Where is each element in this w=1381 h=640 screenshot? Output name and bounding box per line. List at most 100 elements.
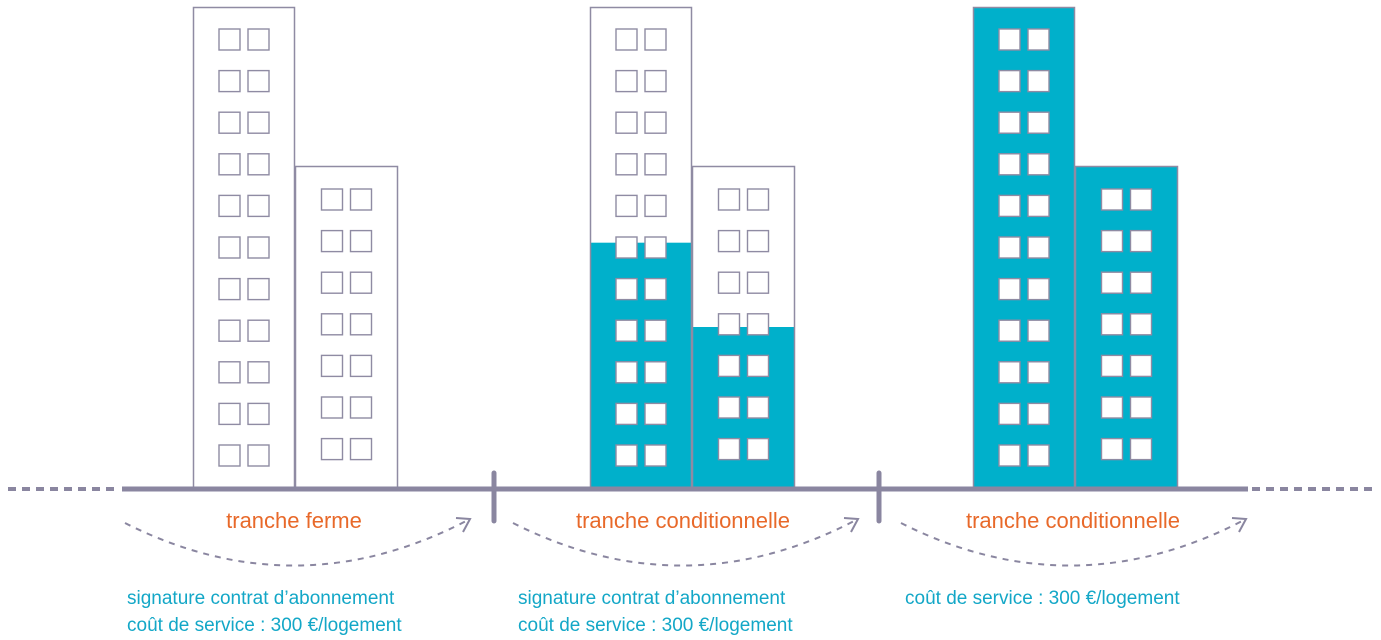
window-icon <box>644 236 667 259</box>
window-icon <box>644 153 667 176</box>
window-icon <box>1027 277 1050 301</box>
window-icon <box>644 69 667 93</box>
window-icon <box>247 319 270 342</box>
tall-building-icon <box>972 6 1076 489</box>
short-building-icon <box>294 165 399 489</box>
arrow-head <box>843 517 860 533</box>
window-icon <box>349 313 373 336</box>
window-icon <box>746 271 770 294</box>
window-icon <box>998 319 1021 342</box>
window-icon <box>615 277 638 301</box>
window-icon <box>1027 236 1050 259</box>
window-icon <box>247 444 270 467</box>
window-icon <box>320 229 344 253</box>
window-icon <box>615 69 638 93</box>
short-building-icon-body <box>295 166 398 488</box>
window-icon <box>1027 153 1050 176</box>
window-icon <box>218 69 241 93</box>
window-icon <box>998 153 1021 176</box>
window-icon <box>218 277 241 301</box>
phase-1-notes: signature contrat d’abonnement coût de s… <box>127 585 402 639</box>
window-icon <box>1027 361 1050 384</box>
window-icon <box>717 313 741 336</box>
window-icon <box>998 236 1021 259</box>
window-icon <box>320 396 344 419</box>
phase-3-notes: coût de service : 300 €/logement <box>905 585 1180 612</box>
window-icon <box>218 361 241 384</box>
window-icon <box>998 194 1021 218</box>
arrow-head <box>1231 517 1248 533</box>
window-icon <box>1129 396 1153 419</box>
window-icon <box>349 188 373 211</box>
window-icon <box>644 194 667 218</box>
window-icon <box>998 28 1021 51</box>
window-icon <box>998 277 1021 301</box>
dashed-arrow-icon <box>512 517 860 567</box>
window-icon <box>1129 271 1153 294</box>
tall-building-icon <box>589 6 693 489</box>
window-icon <box>320 188 344 211</box>
buildings <box>192 6 1179 489</box>
tall-building-icon <box>192 6 296 489</box>
window-icon <box>1027 444 1050 467</box>
window-icon <box>247 277 270 301</box>
short-building-icon <box>691 165 796 489</box>
phase-2-note-cost: coût de service : 300 €/logement <box>518 615 793 636</box>
phase-arrows <box>124 517 1248 567</box>
phase-2-buildings <box>589 6 796 489</box>
tall-building-icon-occupied-fill <box>973 7 1075 488</box>
window-icon <box>1129 354 1153 378</box>
window-icon <box>247 194 270 218</box>
phase-1-title: tranche ferme <box>226 508 362 533</box>
window-icon <box>218 194 241 218</box>
window-icon <box>615 361 638 384</box>
window-icon <box>218 236 241 259</box>
timeline <box>8 470 1376 524</box>
window-icon <box>644 361 667 384</box>
window-icon <box>1100 271 1124 294</box>
window-icon <box>615 402 638 426</box>
phase-1-buildings <box>192 6 399 489</box>
window-icon <box>1100 437 1124 461</box>
window-icon <box>349 229 373 253</box>
window-icon <box>1129 229 1153 253</box>
window-icon <box>746 437 770 461</box>
window-icon <box>218 28 241 51</box>
window-icon <box>746 354 770 378</box>
window-icon <box>1129 437 1153 461</box>
window-icon <box>320 271 344 294</box>
window-icon <box>1027 69 1050 93</box>
window-icon <box>615 236 638 259</box>
window-icon <box>247 236 270 259</box>
window-icon <box>717 437 741 461</box>
dashed-arrow-icon <box>900 517 1248 567</box>
window-icon <box>1100 313 1124 336</box>
window-icon <box>717 271 741 294</box>
window-icon <box>644 444 667 467</box>
window-icon <box>644 402 667 426</box>
window-icon <box>998 444 1021 467</box>
tall-building-icon-body <box>193 7 295 488</box>
window-icon <box>1027 319 1050 342</box>
window-icon <box>247 361 270 384</box>
window-icon <box>1100 229 1124 253</box>
window-icon <box>746 396 770 419</box>
window-icon <box>615 444 638 467</box>
window-icon <box>349 437 373 461</box>
window-icon <box>349 271 373 294</box>
window-icon <box>218 444 241 467</box>
window-icon <box>320 354 344 378</box>
window-icon <box>218 153 241 176</box>
short-building-icon <box>1074 165 1179 489</box>
phase-2-title: tranche conditionnelle <box>575 508 791 533</box>
window-icon <box>615 28 638 51</box>
window-icon <box>1027 194 1050 218</box>
window-icon <box>247 69 270 93</box>
window-icon <box>247 153 270 176</box>
dashed-arrow-icon <box>124 517 472 567</box>
window-icon <box>615 153 638 176</box>
short-building-icon-occupied-fill <box>692 327 795 488</box>
window-icon <box>717 354 741 378</box>
window-icon <box>247 111 270 134</box>
window-icon <box>1027 111 1050 134</box>
